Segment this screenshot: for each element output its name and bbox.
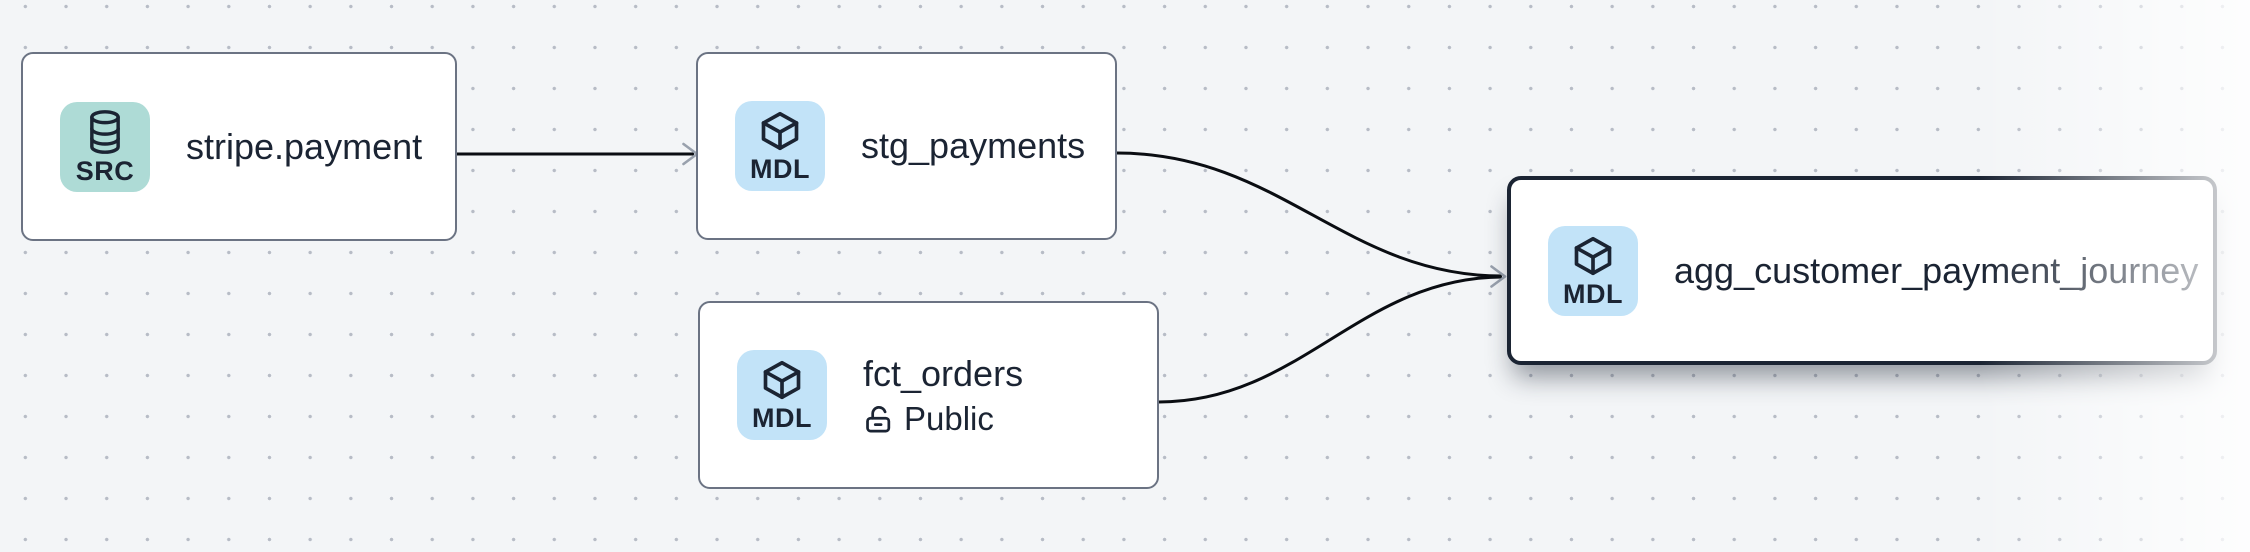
edge-stripe-payment-to-stg-payments[interactable] xyxy=(457,142,699,166)
cube-icon xyxy=(1574,236,1612,275)
model-badge: MDL xyxy=(735,101,825,191)
cube-icon xyxy=(761,111,799,151)
edge-fct-orders-to-agg-customer-payment-journey[interactable] xyxy=(1158,275,1503,404)
access-subtitle: Public xyxy=(863,401,1023,437)
node-agg-customer-payment-journey[interactable]: MDL agg_customer_payment_journey xyxy=(1507,176,2217,365)
node-title: agg_customer_payment_journey xyxy=(1674,249,2199,291)
node-title: fct_orders xyxy=(863,353,1024,395)
node-fct-orders[interactable]: MDL fct_orders Public xyxy=(698,301,1159,489)
badge-label: SRC xyxy=(75,155,135,186)
access-label: Public xyxy=(904,400,994,438)
source-badge: SRC xyxy=(60,101,150,192)
badge-label: MDL xyxy=(750,154,810,184)
lock-open-icon xyxy=(866,406,891,433)
database-icon xyxy=(90,109,120,154)
node-stg-payments[interactable]: MDL stg_payments xyxy=(696,52,1117,240)
node-title: stripe.payment xyxy=(186,125,423,167)
node-title: stg_payments xyxy=(861,125,1086,167)
model-badge: MDL xyxy=(737,350,827,440)
badge-label: MDL xyxy=(752,403,812,433)
badge-label: MDL xyxy=(1563,278,1623,309)
cube-icon xyxy=(763,360,801,400)
model-badge: MDL xyxy=(1548,225,1638,316)
node-stripe-payment[interactable]: SRC stripe.payment xyxy=(21,52,457,241)
edge-stg-payments-to-agg-customer-payment-journey[interactable] xyxy=(1116,151,1503,278)
